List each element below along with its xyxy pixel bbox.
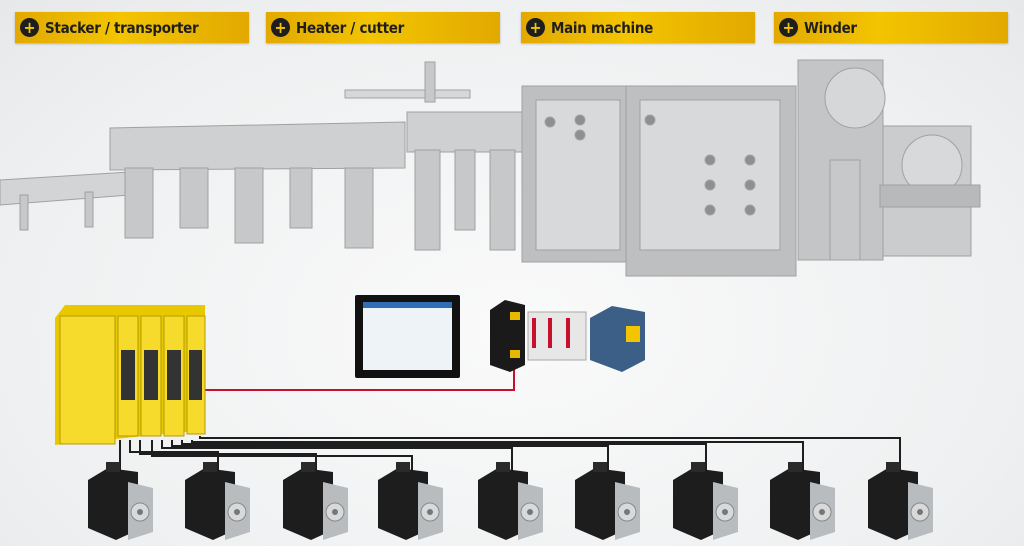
servo-motor [378,462,443,540]
section-button-winder[interactable]: + Winder [774,12,1008,43]
servo-motor [88,462,153,540]
plus-icon: + [779,18,798,37]
servo-motor [185,462,250,540]
ethernet-cable [205,368,515,391]
section-button-stacker-transporter[interactable]: + Stacker / transporter [15,12,249,43]
plus-icon: + [271,18,290,37]
servo-motor [575,462,640,540]
section-button-heater-cutter[interactable]: + Heater / cutter [266,12,500,43]
servo-motor [770,462,835,540]
servo-motor [673,462,738,540]
section-label: Winder [804,18,857,37]
production-line [0,59,981,277]
plus-icon: + [20,18,39,37]
section-label: Heater / cutter [296,18,404,37]
section-button-main-machine[interactable]: + Main machine [521,12,755,43]
section-label: Main machine [551,18,654,37]
servo-motors [88,462,933,540]
plus-icon: + [526,18,545,37]
io-modules [527,311,587,361]
software-cube [590,306,645,372]
hmi-panel [355,295,460,378]
ethernet-switch [490,300,525,372]
servo-motor [478,462,543,540]
servo-drive-rack [55,305,206,445]
servo-motor [868,462,933,540]
section-label: Stacker / transporter [45,18,199,37]
motor-cables [119,436,901,470]
servo-motor [283,462,348,540]
